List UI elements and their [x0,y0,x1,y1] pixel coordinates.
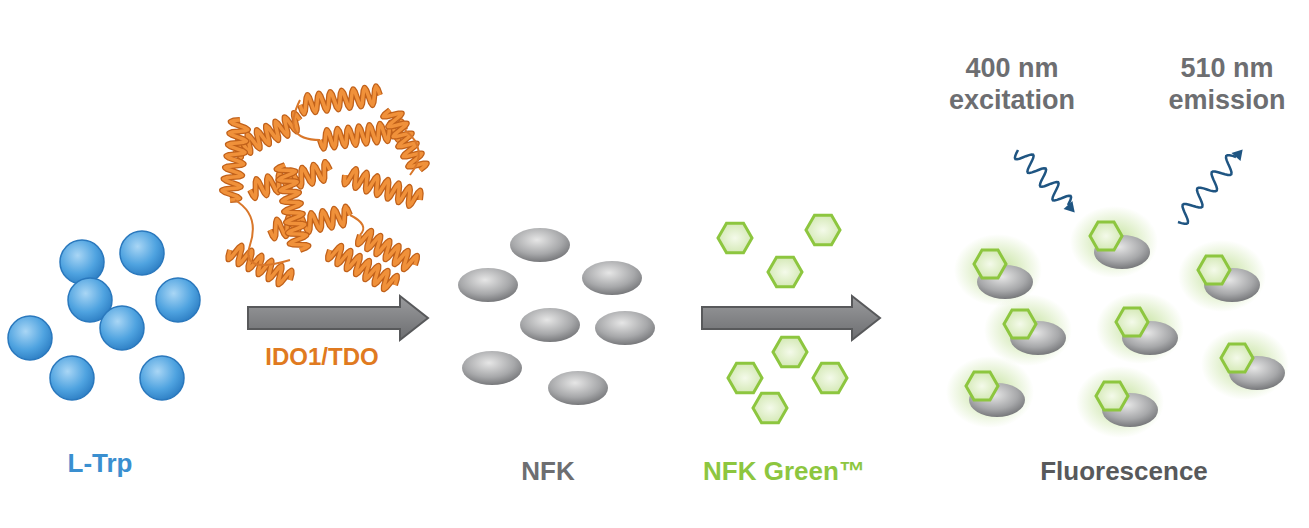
molecule-label: L-Trp [20,448,180,479]
nfk-ellipse [510,228,570,262]
trp-sphere [8,316,52,360]
glow [984,294,1072,366]
helix-shadow [277,165,309,250]
reaction-arrow [702,296,880,340]
hexagon [806,215,840,244]
trp-sphere [140,356,184,400]
loop [405,130,419,175]
glow [1201,328,1289,400]
helix [300,86,380,113]
glow [946,356,1034,428]
helix-shadow [300,86,380,113]
fluorescent-adducts [946,206,1289,438]
hexagon [974,250,1006,278]
loop [350,215,363,235]
trp-sphere [120,231,164,275]
glow [1070,206,1158,278]
hexagon [753,393,787,422]
glow [1178,240,1266,312]
light-wave [1178,155,1236,224]
hexagon [773,337,807,366]
hexagon [1090,222,1122,250]
helix-shadow [383,110,427,170]
probe-label: NFK Green™ [684,456,884,487]
helix [344,169,420,206]
wavelength-label: 400 nm excitation [927,52,1097,117]
molecule-label: NFK [468,456,628,487]
trp-sphere [156,278,200,322]
arrowhead [1232,150,1243,161]
nfk-ellipse [458,268,518,302]
hexagon [1221,344,1253,372]
wavelength-label: 510 nm emission [1149,52,1305,117]
helix-shadow [344,169,420,206]
nfk-molecules [458,228,655,405]
output-label: Fluorescence [1004,456,1244,487]
helix-shadow [222,120,248,200]
trp-sphere [60,240,104,284]
helix [328,246,397,289]
helix [383,110,427,170]
hexagon [1198,256,1230,284]
light-waves [1015,150,1243,224]
helix-shadow [328,246,397,289]
nfk-ellipse [595,311,655,345]
arrowhead [1064,201,1075,212]
glow [1076,366,1164,438]
glow [1096,292,1184,364]
helix [222,120,248,200]
helix [277,165,309,250]
hexagon [718,223,752,252]
hexagon [728,363,762,392]
hexagon [1116,308,1148,336]
nfk-ellipse [548,371,608,405]
reaction-arrow [248,296,428,340]
trp-molecules [8,231,200,400]
hexagon [813,363,847,392]
loop [293,100,320,140]
hexagon [1096,382,1128,410]
loop [235,200,290,265]
light-wave [1015,150,1071,205]
enzyme-structure [222,86,427,289]
nfk-ellipse [582,261,642,295]
enzyme-label: IDO1/TDO [232,343,412,372]
probe-molecules [718,215,847,422]
nfk-ellipse [462,351,522,385]
hexagon [768,257,802,286]
trp-sphere [100,306,144,350]
nfk-ellipse [520,308,580,342]
hexagon [966,372,998,400]
trp-sphere [50,356,94,400]
hexagon [1004,310,1036,338]
